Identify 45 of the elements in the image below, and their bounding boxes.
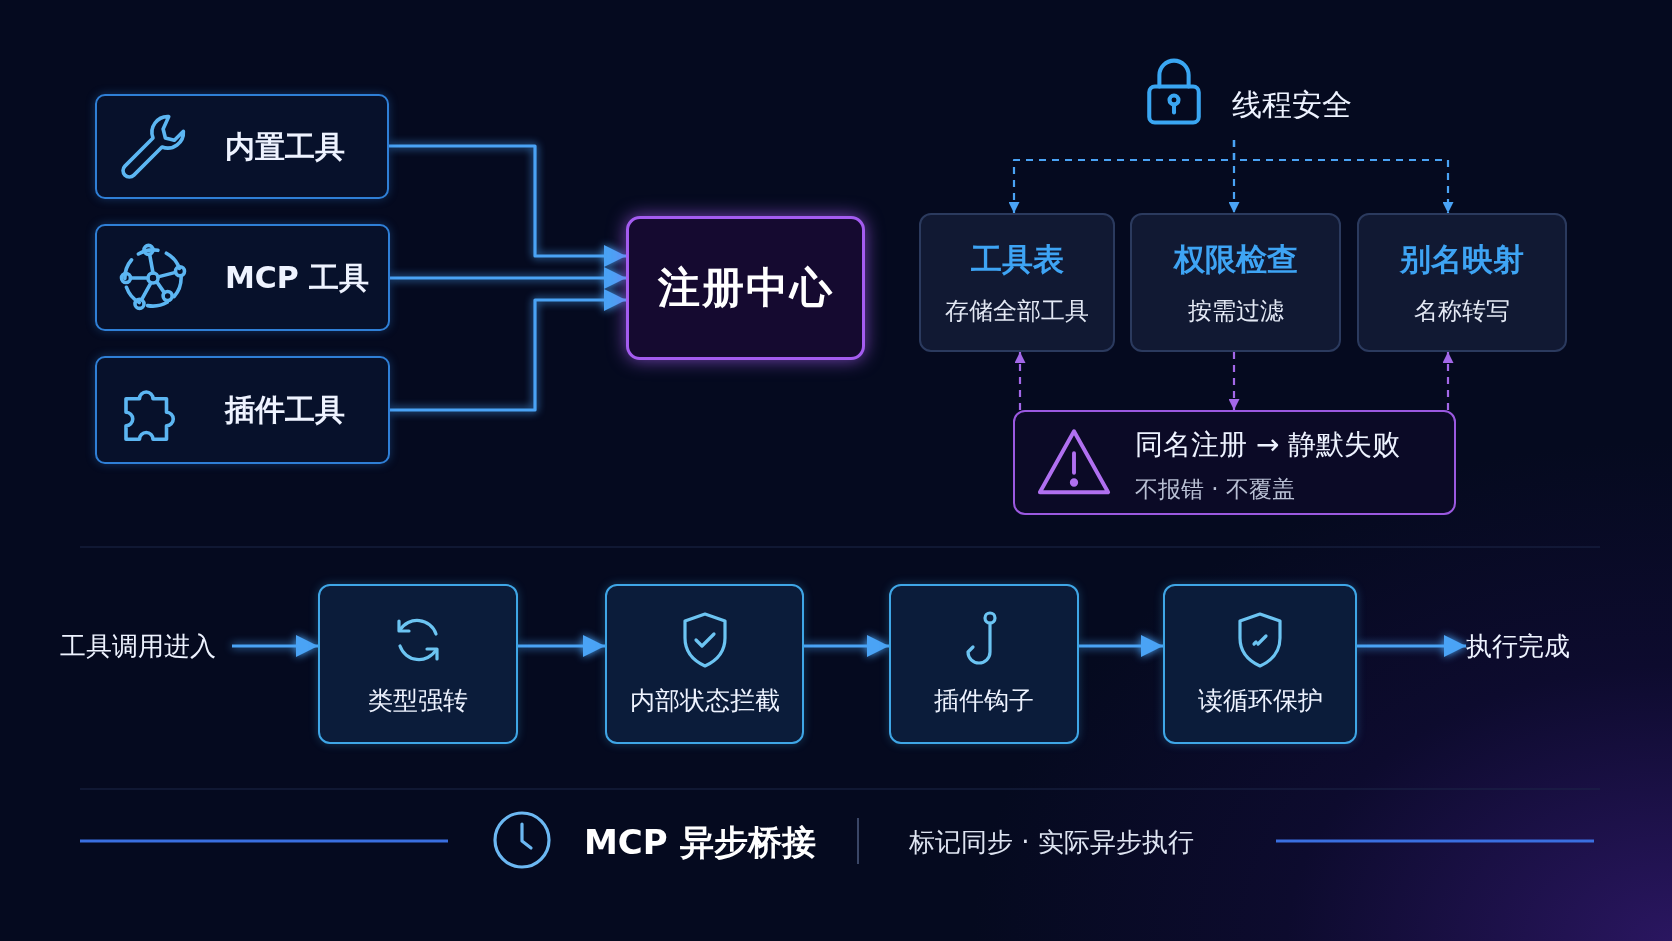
registry-box bbox=[626, 216, 865, 360]
tool-label: 插件工具 bbox=[225, 390, 345, 429]
process-box bbox=[605, 584, 804, 744]
step-label: 类型强转 bbox=[367, 685, 469, 717]
step-label: 读循环保护 bbox=[1196, 685, 1324, 717]
card-title: 别名映射 bbox=[1400, 239, 1524, 279]
dashed-arrow bbox=[1232, 140, 1454, 213]
card-title: 权限检查 bbox=[1173, 239, 1298, 279]
info-card bbox=[919, 213, 1115, 352]
dashed-arrow bbox=[1442, 352, 1454, 410]
tool-label: MCP 工具 bbox=[225, 258, 370, 296]
process-box bbox=[318, 584, 518, 744]
arrow bbox=[518, 635, 605, 657]
info-card bbox=[1130, 213, 1341, 352]
step-label: 插件钩子 bbox=[933, 685, 1035, 717]
flow-label: 工具调用进入 bbox=[60, 629, 216, 663]
warning-subtext: 不报错 · 不覆盖 bbox=[1135, 475, 1295, 504]
tool-label: 内置工具 bbox=[225, 127, 345, 165]
card-subtitle: 名称转写 bbox=[1414, 295, 1510, 327]
arrow bbox=[1079, 635, 1163, 657]
card-title: 工具表 bbox=[970, 239, 1064, 279]
arrow bbox=[390, 289, 626, 412]
info-card bbox=[1357, 213, 1567, 352]
card-subtitle: 按需过滤 bbox=[1187, 295, 1284, 327]
warning-box bbox=[1013, 410, 1456, 515]
step-label: 内部状态拦截 bbox=[628, 685, 781, 717]
arrow bbox=[804, 635, 889, 657]
dashed-arrow bbox=[1228, 352, 1240, 410]
note-text: 标记同步 · 实际异步执行 bbox=[909, 826, 1194, 859]
flow-label: 执行完成 bbox=[1466, 629, 1570, 663]
process-box bbox=[1163, 584, 1357, 744]
arrow bbox=[1357, 635, 1466, 657]
registry-title: 注册中心 bbox=[657, 262, 834, 314]
card-subtitle: 存储全部工具 bbox=[945, 295, 1089, 327]
tool-box bbox=[95, 356, 390, 464]
warning-text: 同名注册 → 静默失败 bbox=[1135, 427, 1401, 463]
arrow bbox=[390, 267, 626, 289]
section-title: MCP 异步桥接 bbox=[584, 821, 816, 864]
arrow bbox=[389, 144, 626, 267]
section-title: 线程安全 bbox=[1232, 86, 1352, 124]
arrow bbox=[232, 635, 318, 657]
tool-box bbox=[95, 94, 389, 199]
process-box bbox=[889, 584, 1079, 744]
tool-box bbox=[95, 224, 390, 331]
dashed-arrow bbox=[1014, 352, 1026, 410]
